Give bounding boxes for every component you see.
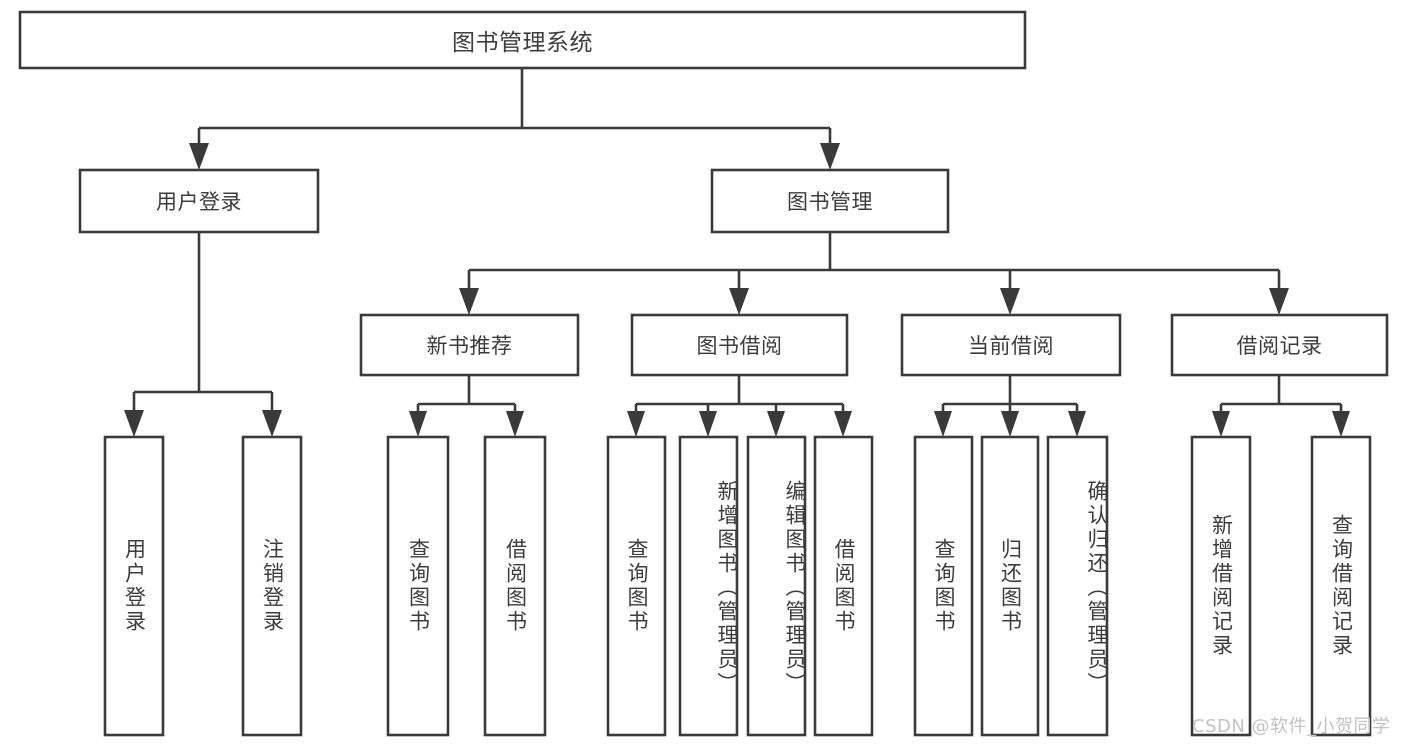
node-box-leaf-cb-return[interactable] — [980, 435, 1040, 737]
node-box-leaf-cb-confirm[interactable] — [1046, 435, 1109, 737]
arrow-head-leaf-bb-borrow — [834, 411, 852, 437]
node-box-new-book-rec[interactable] — [359, 313, 580, 377]
connector-bookborrow-to-leaves — [627, 375, 852, 437]
node-box-leaf-br-add[interactable] — [1190, 435, 1252, 737]
arrow-head-leaf-user-login — [124, 410, 144, 437]
node-box-leaf-br-query[interactable] — [1310, 435, 1372, 737]
arrow-head-leaf-rec-query — [409, 411, 427, 437]
connector-newbookrec-to-leaves — [409, 375, 524, 437]
node-box-current-borrow[interactable] — [900, 313, 1122, 377]
connector-root-to-level2 — [189, 68, 840, 170]
node-box-leaf-bb-edit[interactable] — [746, 435, 807, 737]
node-box-leaf-user-login[interactable] — [103, 435, 165, 737]
node-box-leaf-user-logout[interactable] — [241, 435, 303, 737]
node-box-leaf-bb-query[interactable] — [606, 435, 667, 737]
node-box-borrow-record[interactable] — [1170, 313, 1389, 377]
arrow-head-new-book-rec — [459, 288, 479, 315]
node-box-leaf-bb-add[interactable] — [678, 435, 739, 737]
arrow-head-book-manage — [820, 143, 840, 170]
node-box-leaf-rec-query[interactable] — [386, 435, 450, 737]
arrow-head-leaf-cb-return — [1001, 411, 1019, 437]
arrow-head-borrow-record — [1269, 288, 1289, 315]
connector-userlogin-to-leaves — [124, 232, 282, 437]
arrow-head-leaf-rec-borrow — [506, 411, 524, 437]
connector-currentborrow-to-leaves — [934, 375, 1086, 437]
node-box-user-login[interactable] — [78, 168, 320, 234]
connector-bookmanage-to-level3 — [459, 232, 1289, 315]
node-box-book-borrow[interactable] — [630, 313, 849, 377]
arrow-head-leaf-bb-add — [699, 411, 717, 437]
arrow-head-leaf-bb-query — [627, 411, 645, 437]
arrow-head-leaf-cb-confirm — [1068, 411, 1086, 437]
arrow-head-leaf-bb-edit — [767, 411, 785, 437]
arrow-head-user-login — [189, 143, 209, 170]
arrow-head-leaf-cb-query — [934, 411, 952, 437]
node-box-leaf-rec-borrow[interactable] — [483, 435, 547, 737]
connector-borrowrecord-to-leaves — [1212, 375, 1350, 437]
arrow-head-leaf-user-logout — [262, 410, 282, 437]
arrow-head-current-borrow — [1000, 288, 1020, 315]
node-box-leaf-bb-borrow[interactable] — [813, 435, 874, 737]
arrow-head-book-borrow — [729, 288, 749, 315]
node-box-root[interactable] — [18, 10, 1027, 70]
node-box-leaf-cb-query[interactable] — [913, 435, 974, 737]
arrow-head-leaf-br-query — [1332, 411, 1350, 437]
node-box-book-manage[interactable] — [710, 168, 950, 234]
arrow-head-leaf-br-add — [1212, 411, 1230, 437]
node-boxes — [18, 10, 1389, 737]
